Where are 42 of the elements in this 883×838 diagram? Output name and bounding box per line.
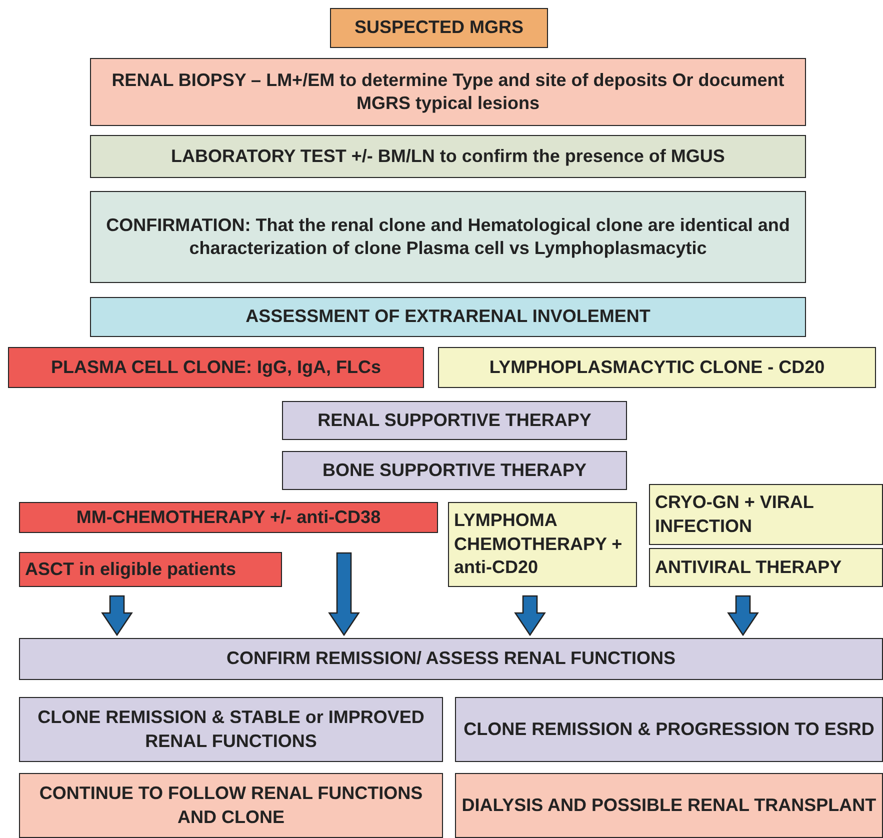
box-text: LYMPHOMA CHEMOTHERAPY + anti-CD20 <box>454 509 624 580</box>
process-box <box>448 502 637 587</box>
box-text: LABORATORY TEST +/- BM/LN to confirm the presence of MGUS <box>171 144 725 168</box>
process-box <box>455 773 883 838</box>
process-box <box>649 484 883 545</box>
process-box <box>282 401 627 440</box>
block-arrow <box>101 595 133 636</box>
box-text: CLONE REMISSION & PROGRESSION TO ESRD <box>464 718 874 741</box>
box-text: LYMPHOPLASMACYTIC CLONE - CD20 <box>489 356 825 379</box>
process-box <box>649 548 883 587</box>
process-box <box>90 191 806 283</box>
process-box <box>90 297 806 337</box>
box-text: DIALYSIS AND POSSIBLE RENAL TRANSPLANT <box>462 794 876 817</box>
box-text: SUSPECTED MGRS <box>354 16 524 40</box>
box-text: BONE SUPPORTIVE THERAPY <box>322 458 587 482</box>
block-arrow <box>514 595 546 636</box>
start-box <box>330 8 548 48</box>
block-arrow <box>328 552 360 636</box>
box-text: RENAL SUPPORTIVE THERAPY <box>318 408 592 432</box>
process-box <box>19 697 443 762</box>
process-box <box>90 135 806 178</box>
process-box <box>8 347 424 388</box>
box-text: MM-CHEMOTHERAPY +/- anti-CD38 <box>76 506 381 529</box>
process-box <box>282 451 627 490</box>
box-text: CONFIRM REMISSION/ ASSESS RENAL FUNCTIONS <box>226 647 676 670</box>
box-text: PLASMA CELL CLONE: IgG, IgA, FLCs <box>51 356 381 379</box>
box-text: ASSESSMENT OF EXTRARENAL INVOLEMENT <box>246 305 650 328</box>
box-text: ANTIVIRAL THERAPY <box>655 556 842 579</box>
process-box <box>19 773 443 838</box>
box-text: CONFIRMATION: That the renal clone and Hematological clone are identical and characterization of clone Plasma cell vs Lymphoplasmacytic <box>105 214 791 260</box>
box-text: CONTINUE TO FOLLOW RENAL FUNCTIONS AND CLONE <box>38 782 424 828</box>
process-box <box>438 347 876 388</box>
box-text: ASCT in eligible patients <box>25 558 236 581</box>
process-box <box>19 502 438 533</box>
process-box <box>19 638 883 680</box>
process-box <box>455 697 883 762</box>
box-text: CLONE REMISSION & STABLE or IMPROVED RENAL FUNCTIONS <box>36 706 426 752</box>
process-box <box>19 552 282 587</box>
block-arrow <box>727 595 759 636</box>
process-box <box>90 58 806 126</box>
box-text: RENAL BIOPSY – LM+/EM to determine Type and site of deposits Or document MGRS typical lesions <box>110 68 786 115</box>
box-text: CRYO-GN + VIRAL INFECTION <box>655 491 815 538</box>
